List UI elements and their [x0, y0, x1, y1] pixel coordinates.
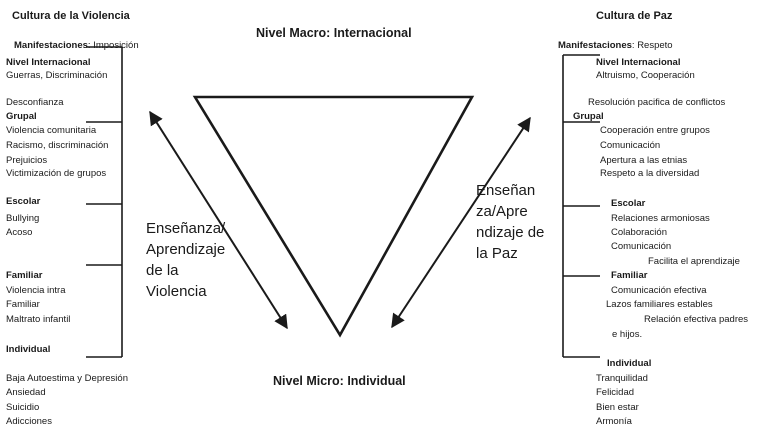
- left-manifest-label: Manifestaciones: [14, 40, 88, 51]
- right-item: Felicidad: [596, 387, 635, 398]
- right-bracket: [562, 54, 600, 358]
- right-individual-heading: Individual: [607, 358, 652, 369]
- left-item: Guerras, Discriminación: [6, 70, 108, 81]
- left-item: Baja Autoestima y Depresión: [6, 373, 128, 384]
- right-item: Apertura a las etnias: [600, 155, 688, 166]
- right-item: Colaboración: [611, 227, 667, 238]
- right-internacional-heading: Nivel Internacional: [596, 57, 681, 68]
- right-item: Altruismo, Cooperación: [596, 70, 695, 81]
- left-familiar-heading: Familiar: [6, 270, 43, 281]
- right-arrow: [391, 116, 531, 329]
- right-title: Cultura de Paz: [596, 10, 673, 22]
- left-item: Violencia intra: [6, 285, 66, 296]
- right-manifest-value: : Respeto: [631, 40, 673, 51]
- left-internacional-heading: Nivel Internacional: [6, 57, 91, 68]
- left-item: Bullying: [6, 213, 40, 224]
- left-manifestaciones: Manifestaciones: Imposición: [14, 40, 139, 52]
- micro-level-label: Nivel Micro: Individual: [273, 374, 406, 388]
- left-arrow: [149, 110, 288, 330]
- left-manifest-value: : Imposición: [87, 40, 139, 51]
- right-manifestaciones: Manifestaciones: Respeto: [558, 40, 673, 52]
- right-item: Lazos familiares estables: [606, 299, 713, 310]
- left-escolar-heading: Escolar: [6, 196, 41, 207]
- left-item: Acoso: [6, 227, 33, 238]
- right-familiar-heading: Familiar: [611, 270, 648, 281]
- left-individual-heading: Individual: [6, 344, 51, 355]
- right-escolar-heading: Escolar: [611, 198, 646, 209]
- right-item: Comunicación: [611, 241, 672, 252]
- right-grupal-heading: Grupal: [573, 111, 604, 122]
- right-learning-label: Enseñan za/Apre ndizaje de la Paz: [476, 182, 545, 262]
- right-item: Comunicación efectiva: [611, 285, 707, 296]
- left-item: Victimización de grupos: [6, 168, 107, 179]
- macro-level-label: Nivel Macro: Internacional: [256, 26, 412, 40]
- right-item: Relación efectiva padres: [644, 314, 749, 325]
- left-item: Violencia comunitaria: [6, 125, 97, 136]
- right-item: Resolución pacifica de conflictos: [588, 97, 726, 108]
- right-item: Cooperación entre grupos: [600, 125, 710, 136]
- left-item: Racismo, discriminación: [6, 140, 109, 151]
- right-item: Facilita el aprendizaje: [648, 256, 740, 267]
- left-item: Adicciones: [6, 416, 52, 427]
- right-item: Tranquilidad: [596, 373, 648, 384]
- right-item: Bien estar: [596, 402, 639, 413]
- left-bracket: [86, 46, 123, 358]
- right-item: e hijos.: [612, 329, 643, 340]
- right-item: Comunicación: [600, 140, 661, 151]
- right-manifest-label: Manifestaciones: [558, 40, 632, 51]
- right-item: Armonía: [596, 416, 632, 427]
- left-grupal-heading: Grupal: [6, 111, 37, 122]
- left-title: Cultura de la Violencia: [12, 10, 130, 22]
- left-item: Prejuicios: [6, 155, 48, 166]
- left-item: Ansiedad: [6, 387, 46, 398]
- right-item: Relaciones armoniosas: [611, 213, 710, 224]
- left-item: Suicidio: [6, 402, 40, 413]
- left-learning-label: Enseñanza/ Aprendizaje de la Violencia: [146, 220, 226, 300]
- left-item: Desconfianza: [6, 97, 64, 108]
- left-item: Maltrato infantil: [6, 314, 71, 325]
- left-item: Familiar: [6, 299, 40, 310]
- right-item: Respeto a la diversidad: [600, 168, 700, 179]
